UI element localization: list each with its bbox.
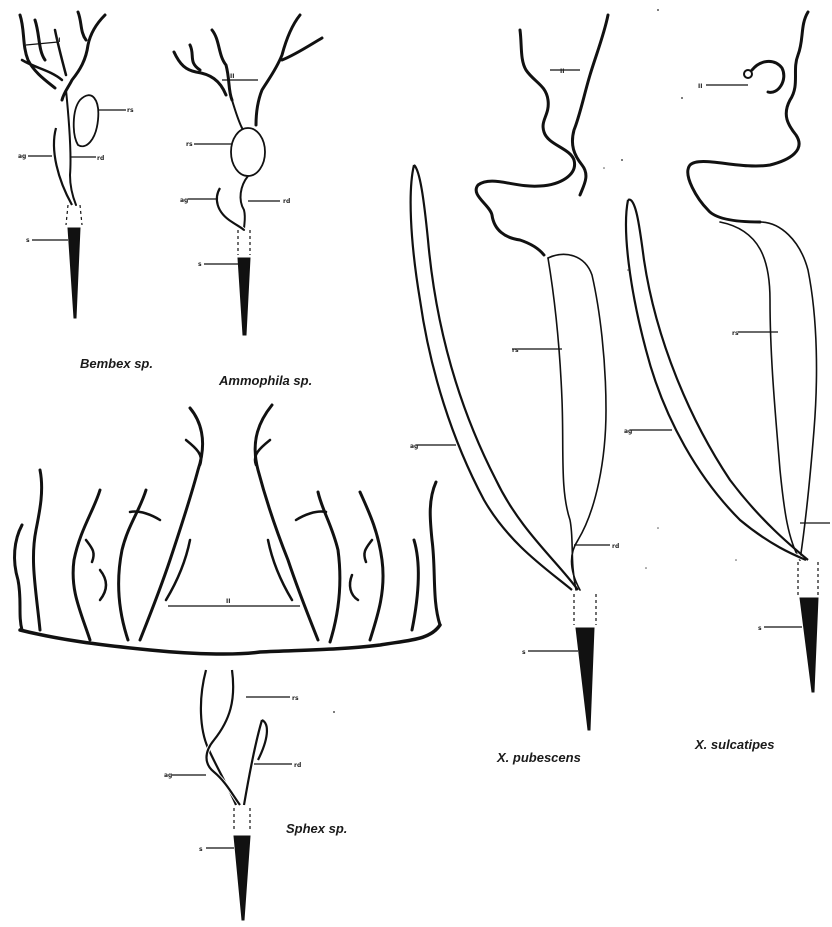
caption-x-pubescens: X. pubescens [497, 750, 581, 765]
svg-text:ag: ag [18, 153, 26, 160]
svg-text:rd: rd [294, 762, 301, 769]
svg-text:rs: rs [292, 695, 299, 702]
svg-text:rs: rs [186, 141, 193, 148]
svg-text:rs: rs [127, 107, 134, 114]
caption-ammophila: Ammophila sp. [219, 373, 312, 388]
svg-text:rd: rd [612, 543, 619, 550]
svg-text:II: II [230, 73, 234, 80]
svg-text:s: s [758, 625, 762, 632]
x-sulcatipes-gland-drawing: II rs ag s [624, 12, 830, 692]
svg-text:s: s [198, 261, 202, 268]
svg-text:s: s [26, 237, 30, 244]
ammophila-gland-drawing: II rs ag rd s [174, 15, 322, 335]
caption-sphex: Sphex sp. [286, 821, 347, 836]
svg-text:rs: rs [512, 347, 519, 354]
svg-text:s: s [199, 846, 203, 853]
caption-x-sulcatipes: X. sulcatipes [695, 737, 774, 752]
svg-text:rs: rs [732, 330, 739, 337]
x-pubescens-gland-drawing: II rs ag rd s [410, 15, 619, 730]
svg-text:II: II [698, 83, 702, 90]
caption-bembex: Bembex sp. [80, 356, 153, 371]
svg-text:II: II [560, 68, 564, 75]
bembex-gland-drawing: II rs ag rd s [18, 12, 134, 318]
scan-speckles [333, 9, 737, 713]
svg-text:ag: ag [180, 197, 188, 204]
svg-text:ag: ag [624, 428, 632, 435]
svg-text:rd: rd [97, 155, 104, 162]
svg-text:ag: ag [410, 443, 418, 450]
svg-text:II: II [56, 37, 60, 44]
sphex-gland-drawing: II rs ag rd s [15, 405, 440, 920]
svg-text:rd: rd [283, 198, 290, 205]
svg-text:s: s [522, 649, 526, 656]
svg-text:II: II [226, 598, 230, 605]
svg-text:ag: ag [164, 772, 172, 779]
